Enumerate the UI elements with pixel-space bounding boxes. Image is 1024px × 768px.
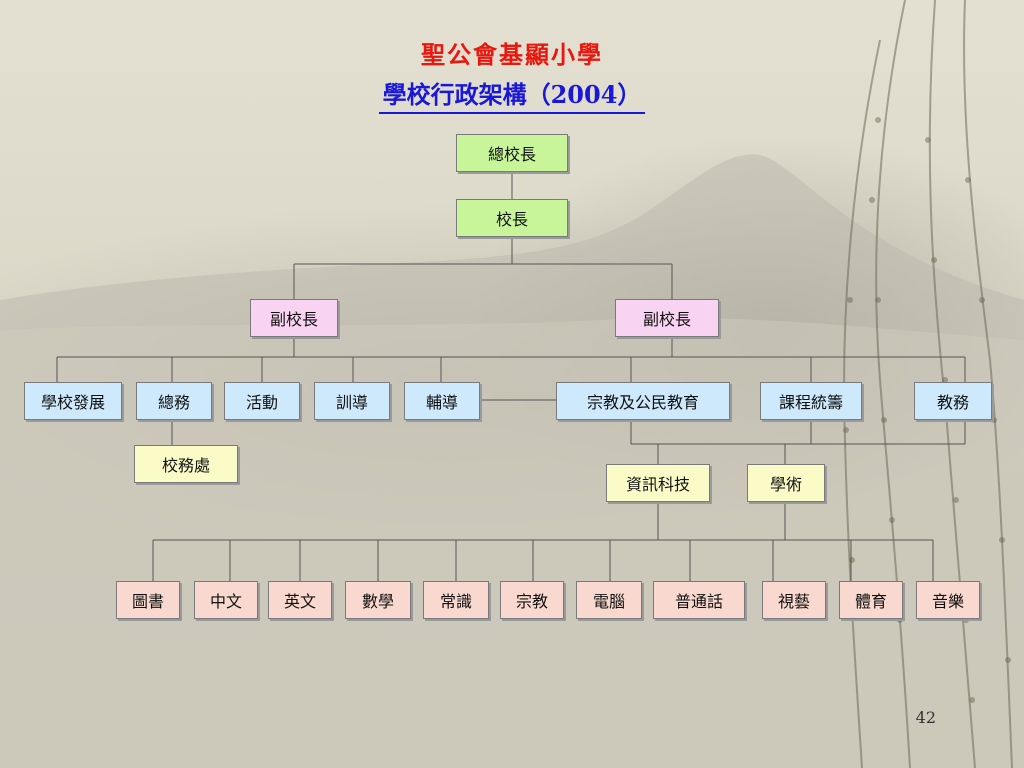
node-supervisor: 總校長 [456, 134, 568, 172]
node-principal: 校長 [456, 199, 568, 237]
node-dept-curriculum: 課程統籌 [760, 382, 862, 420]
node-dept-discipline: 訓導 [314, 382, 390, 420]
node-subject-general-studies: 常識 [423, 581, 489, 619]
node-subject-music: 音樂 [916, 581, 980, 619]
node-school-office: 校務處 [134, 445, 238, 483]
node-subject-english: 英文 [268, 581, 332, 619]
node-vice-principal-left: 副校長 [250, 299, 338, 337]
node-subject-library: 圖書 [116, 581, 180, 619]
page-number: 42 [915, 708, 936, 727]
node-dept-activities: 活動 [224, 382, 300, 420]
node-subject-math: 數學 [345, 581, 411, 619]
node-subject-computer: 電腦 [576, 581, 642, 619]
node-subject-putonghua: 普通話 [653, 581, 745, 619]
node-dept-academic-affairs: 教務 [914, 382, 992, 420]
node-subject-religion: 宗教 [500, 581, 564, 619]
node-dept-religious-civic-education: 宗教及公民教育 [556, 382, 730, 420]
node-subject-visual-arts: 視藝 [762, 581, 826, 619]
node-dept-general-affairs: 總務 [136, 382, 212, 420]
school-name: 聖公會基顯小學 [421, 40, 603, 69]
node-it: 資訊科技 [606, 464, 710, 502]
node-subject-chinese: 中文 [194, 581, 258, 619]
chart-title: 學校行政架構（2004） [0, 80, 1024, 114]
node-dept-guidance: 輔導 [404, 382, 480, 420]
node-subject-pe: 體育 [839, 581, 903, 619]
node-academic: 學術 [747, 464, 825, 502]
node-dept-school-development: 學校發展 [24, 382, 122, 420]
node-vice-principal-right: 副校長 [615, 299, 719, 337]
chart-title-text: 學校行政架構（2004） [378, 80, 646, 114]
